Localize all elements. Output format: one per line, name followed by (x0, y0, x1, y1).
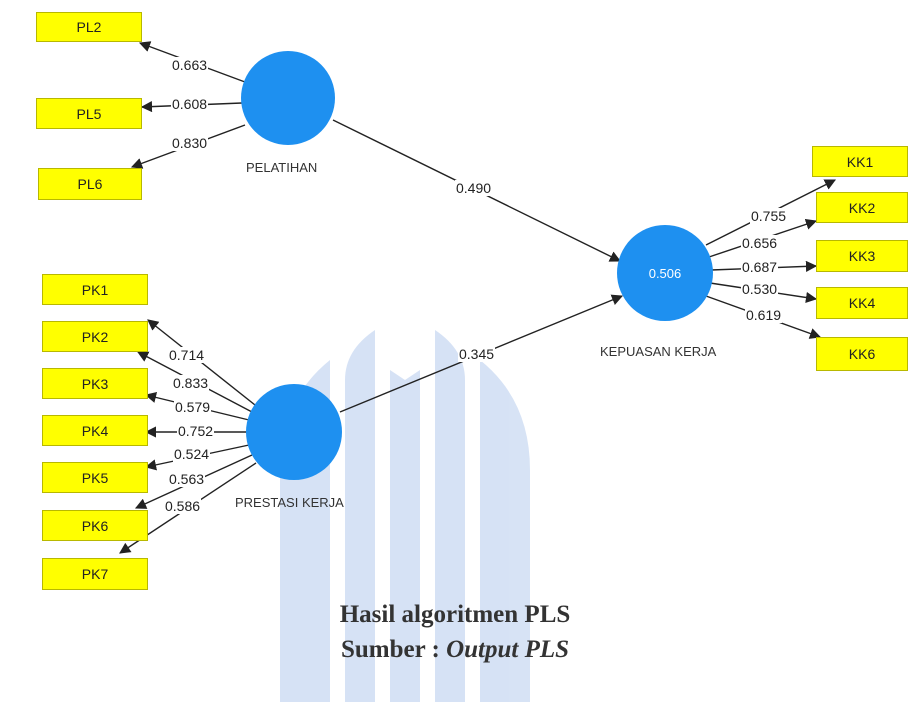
loading-kk4: 0.530 (741, 281, 779, 297)
latent-pelatihan (241, 51, 335, 145)
loading-pk2: 0.833 (172, 375, 210, 391)
indicator-pk3: PK3 (42, 368, 148, 399)
loading-pk7: 0.586 (164, 498, 202, 514)
loading-pl6: 0.830 (171, 135, 209, 151)
indicator-kk6: KK6 (816, 337, 908, 371)
loading-kk1: 0.755 (750, 208, 788, 224)
loading-pk5: 0.524 (173, 446, 211, 462)
indicator-kk3: KK3 (816, 240, 908, 272)
indicator-pk1: PK1 (42, 274, 148, 305)
indicator-pk7: PK7 (42, 558, 148, 590)
caption-source-prefix: Sumber : (340, 636, 447, 663)
loading-pk1: 0.714 (168, 347, 206, 363)
path-pelatihan-kepuasan: 0.490 (455, 180, 493, 196)
latent-prestasi-label: PRESTASI KERJA (235, 495, 344, 510)
loading-pk6: 0.563 (168, 471, 206, 487)
indicator-kk4: KK4 (816, 287, 908, 319)
indicator-pk6: PK6 (42, 510, 148, 541)
loading-pk4: 0.752 (177, 423, 215, 439)
loading-pl2: 0.663 (171, 57, 209, 73)
loading-pl5: 0.608 (171, 96, 209, 112)
latent-prestasi (246, 384, 342, 480)
indicator-kk2: KK2 (816, 192, 908, 223)
path-prestasi-kepuasan: 0.345 (458, 346, 496, 362)
indicator-pk5: PK5 (42, 462, 148, 493)
indicator-pl5: PL5 (36, 98, 142, 129)
caption-title: Hasil algoritmen PLS (0, 601, 910, 629)
loading-kk6: 0.619 (745, 307, 783, 323)
caption-line1: Hasil algoritmen PLS (339, 601, 571, 628)
latent-pelatihan-label: PELATIHAN (246, 160, 318, 175)
loading-pk3: 0.579 (174, 399, 212, 415)
indicator-pk4: PK4 (42, 415, 148, 446)
indicator-pl2: PL2 (36, 12, 142, 42)
caption-source: Sumber : Output PLS (0, 636, 910, 664)
latent-kepuasan: 0.506 (617, 225, 713, 321)
indicator-pk2: PK2 (42, 321, 148, 352)
loading-kk3: 0.687 (741, 259, 779, 275)
loading-kk2: 0.656 (741, 235, 779, 251)
indicator-kk1: KK1 (812, 146, 908, 177)
caption-source-value: Output PLS (446, 636, 570, 663)
indicator-pl6: PL6 (38, 168, 142, 200)
latent-kepuasan-label: KEPUASAN KERJA (600, 344, 717, 359)
